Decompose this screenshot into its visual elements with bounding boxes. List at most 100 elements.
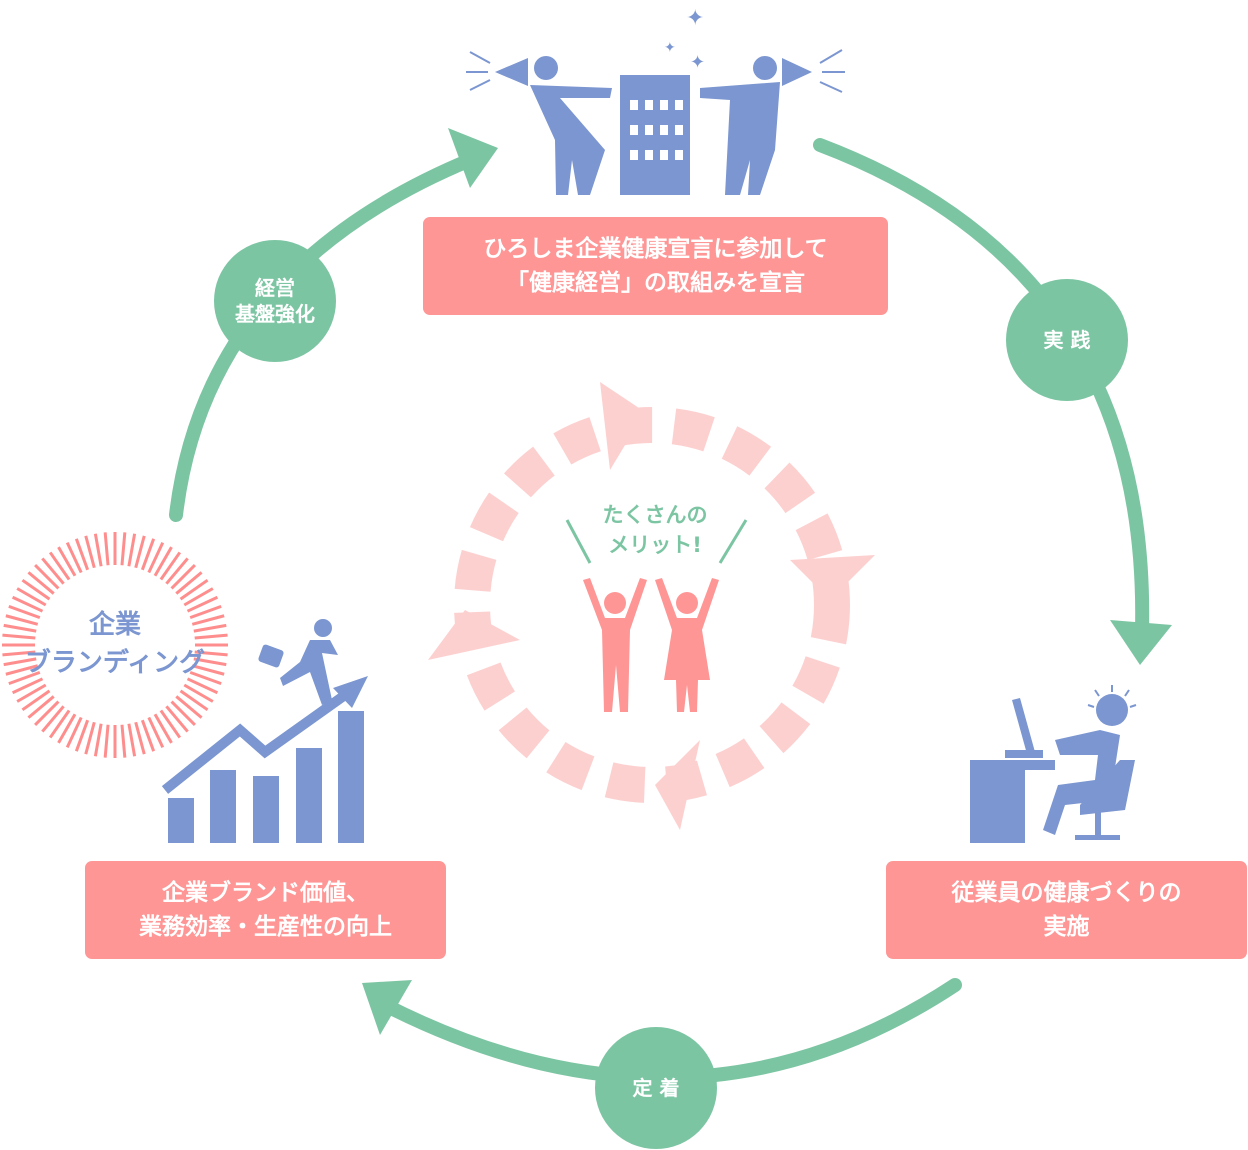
step-implement-box: 従業員の健康づくりの 実施 — [886, 861, 1247, 959]
sunburst-ray — [3, 657, 37, 667]
sunburst-ray — [74, 719, 90, 752]
sunburst-ray — [16, 587, 47, 607]
merit-lines — [565, 519, 748, 564]
merit-line1: たくさんの — [602, 503, 708, 527]
sunburst-ray — [41, 705, 65, 733]
person-head-icon — [534, 56, 558, 80]
sunburst-decoration — [2, 532, 228, 758]
sunburst-ray — [48, 709, 71, 739]
sunburst-ray — [159, 551, 182, 581]
step-practice-label: 実 践 — [1043, 328, 1091, 352]
sunburst-ray — [34, 564, 60, 590]
sunburst-ray — [170, 700, 196, 726]
svg-text:✦: ✦ — [664, 40, 676, 56]
sunburst-ray — [120, 532, 127, 566]
sunburst-ray — [191, 614, 225, 626]
sunburst-ray — [140, 538, 156, 571]
person-left-icon — [530, 85, 612, 195]
merit-label: たくさんの メリット! — [555, 500, 755, 560]
step-brand-line1: 企業ブランド価値、 — [162, 880, 369, 906]
sunburst-ray — [8, 670, 41, 686]
step-foundation-line1: 経営 — [255, 276, 295, 300]
sunburst-ray — [189, 670, 222, 686]
cheering-people-illustration — [583, 578, 719, 712]
sunburst-ray — [27, 571, 55, 595]
declaration-illustration: ✦ ✦ ✦ — [495, 6, 812, 195]
sunburst-ray — [8, 604, 41, 620]
step-foundation-line2: 基盤強化 — [235, 302, 315, 326]
sunburst-ray — [147, 716, 165, 749]
sunburst-ray — [65, 541, 83, 574]
arrowhead-up-icon — [448, 128, 498, 188]
branding-line1: 企業 — [88, 610, 141, 640]
sunburst-ray — [5, 614, 39, 626]
sunburst-ray — [103, 724, 110, 758]
sunburst-ray — [191, 664, 225, 676]
sunburst-ray — [153, 713, 173, 744]
megaphone-right-icon — [782, 58, 812, 86]
sunburst-ray — [2, 633, 36, 640]
sunburst-ray — [134, 721, 146, 755]
desk-worker-illustration — [970, 694, 1135, 843]
merit-line2: メリット! — [608, 533, 702, 557]
sunburst-ray — [103, 532, 110, 566]
step-foundation-circle: 経営 基盤強化 — [214, 240, 336, 362]
sunburst-ray — [27, 695, 55, 719]
step-settle-label: 定 着 — [632, 1076, 680, 1100]
sunburst-ray — [48, 551, 71, 581]
step-declare-box: ひろしま企業健康宣言に参加して 「健康経営」の取組みを宣言 — [423, 217, 888, 315]
idea-rays-icon — [1087, 685, 1137, 708]
arrowhead-left-icon — [362, 980, 412, 1035]
sunburst-ray — [194, 650, 228, 657]
sunburst-ray — [183, 587, 214, 607]
step-settle-circle: 定 着 — [595, 1027, 717, 1149]
step-declare-line1: ひろしま企業健康宣言に参加して — [483, 236, 828, 262]
step-implement-line1: 従業員の健康づくりの — [951, 880, 1182, 906]
person-right-icon — [700, 82, 780, 195]
step-declare-line2: 「健康経営」の取組みを宣言 — [506, 270, 805, 296]
step-brand-line2: 業務効率・生産性の向上 — [139, 914, 392, 940]
growth-chart-illustration — [161, 619, 368, 843]
sunburst-ray — [140, 719, 156, 752]
step-brand-box: 企業ブランド価値、 業務効率・生産性の向上 — [85, 861, 446, 959]
sunburst-ray — [193, 657, 227, 667]
branding-label: 企業 ブランディング — [10, 606, 220, 682]
sunburst-ray — [127, 723, 137, 757]
sunburst-ray — [165, 705, 189, 733]
sunburst-ray — [179, 689, 209, 712]
sunburst-ray — [93, 533, 103, 567]
sunburst-ray — [93, 723, 103, 757]
inner-dashed-cycle — [428, 382, 875, 830]
sunburst-ray — [11, 677, 44, 695]
sunburst-ray — [153, 546, 173, 577]
sunburst-ray — [186, 677, 219, 695]
sunburst-ray — [16, 683, 47, 703]
sunburst-ray — [179, 578, 209, 601]
sunburst-ray — [170, 564, 196, 590]
sunburst-ray — [3, 623, 37, 633]
sunburst-ray — [159, 709, 182, 739]
sunburst-ray — [194, 633, 228, 640]
sunburst-ray — [134, 535, 146, 569]
sunburst-ray — [84, 535, 96, 569]
branding-line2: ブランディング — [24, 648, 206, 678]
sunburst-ray — [65, 716, 83, 749]
sunburst-ray — [127, 533, 137, 567]
sunburst-ray — [186, 595, 219, 613]
sunburst-ray — [165, 557, 189, 585]
sunburst-ray — [21, 689, 51, 712]
sunburst-ray — [189, 604, 222, 620]
sunburst-ray — [57, 546, 77, 577]
sunburst-ray — [193, 623, 227, 633]
arrowhead-down-icon — [1110, 620, 1172, 665]
sunburst-ray — [57, 713, 77, 744]
arrowheads — [362, 128, 1172, 1035]
sunburst-ray — [5, 664, 39, 676]
sunburst-ray — [183, 683, 214, 703]
sparkle-icon: ✦ — [686, 6, 704, 31]
sunburst-ray — [21, 578, 51, 601]
sunburst-ray — [11, 595, 44, 613]
sunburst-ray — [2, 650, 36, 657]
step-implement-line2: 実施 — [1043, 914, 1090, 940]
